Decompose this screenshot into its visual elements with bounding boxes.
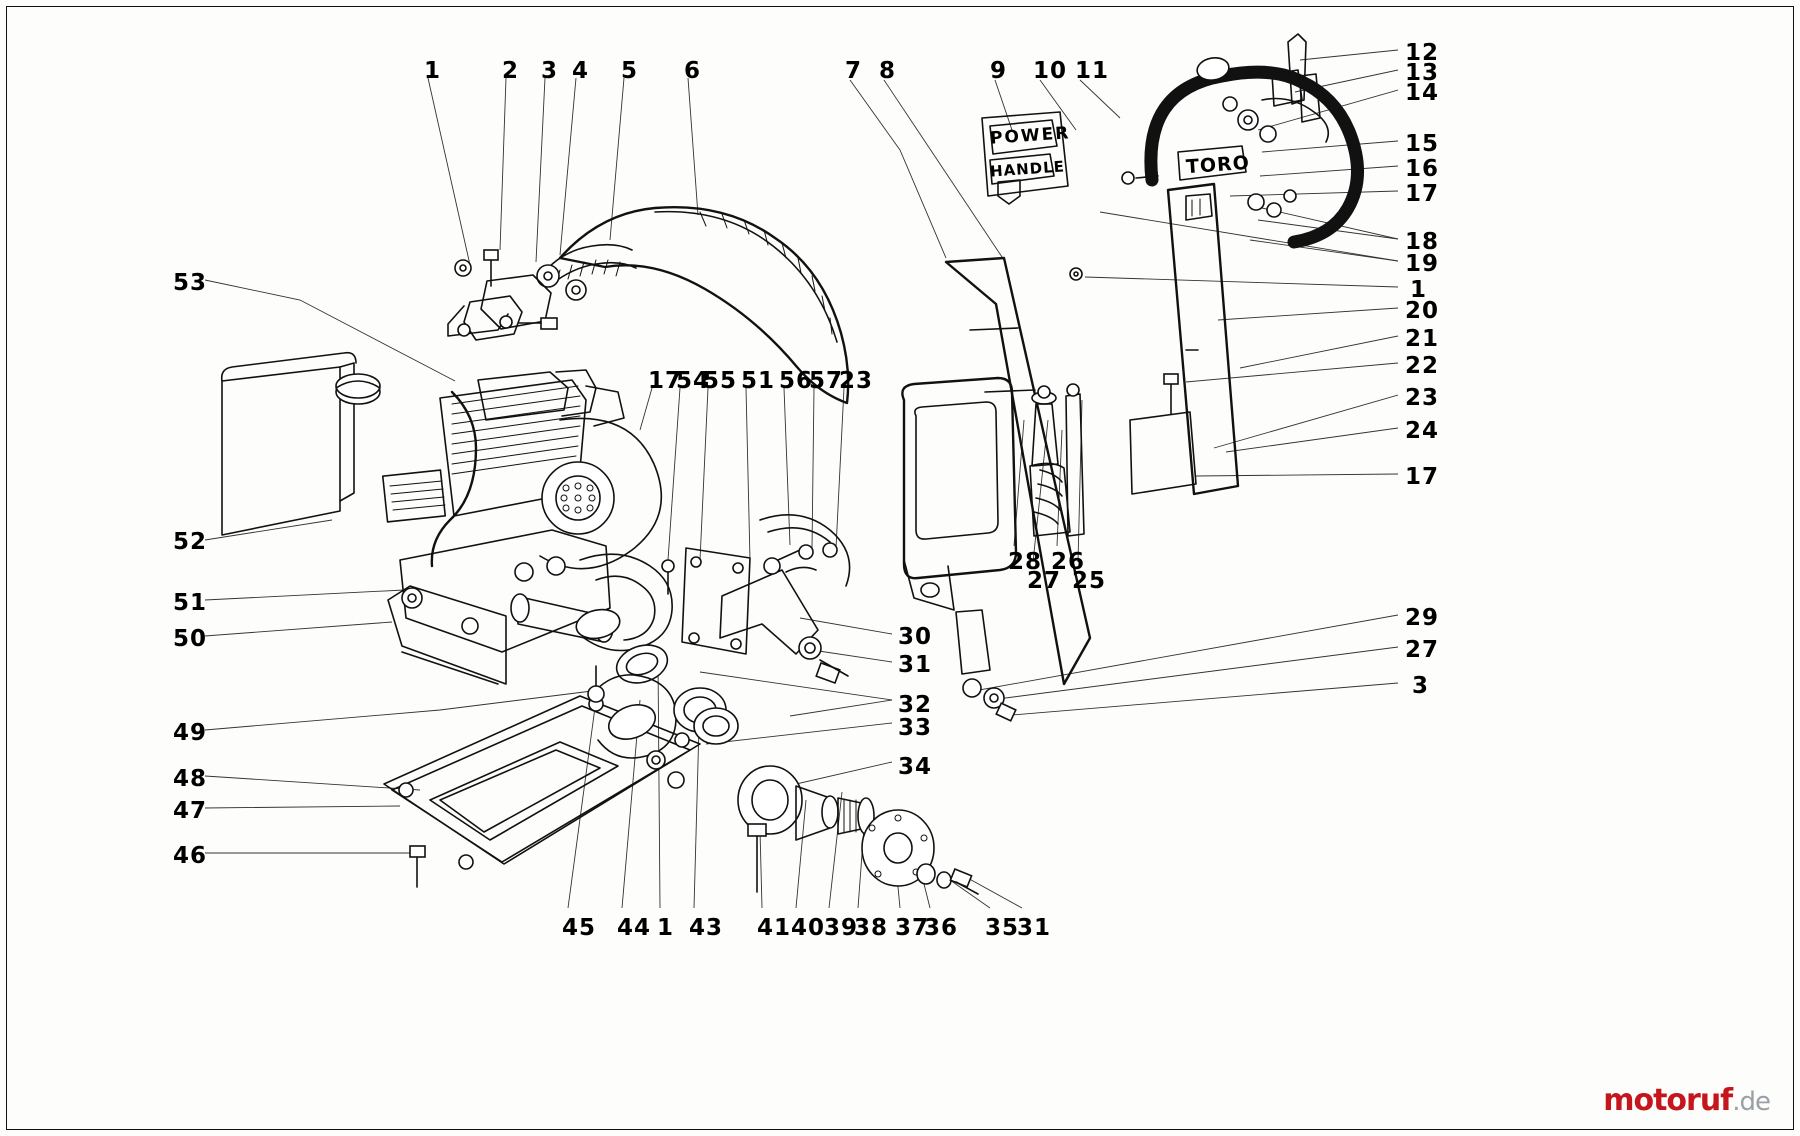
callout-47: 47 — [173, 798, 208, 824]
callout-1: 1 — [424, 58, 442, 84]
callout-23-inner: 23 — [839, 368, 874, 394]
loop-handlebar — [1069, 33, 1365, 281]
callout-45: 45 — [562, 915, 597, 941]
callout-48: 48 — [173, 766, 208, 792]
callout-9: 9 — [990, 58, 1008, 84]
callout-25: 25 — [1072, 568, 1107, 594]
diagram-border — [6, 6, 1794, 1130]
callout-11: 11 — [1075, 58, 1110, 84]
decal-toro-text: TORO — [1185, 151, 1251, 179]
callout-32: 32 — [898, 692, 933, 718]
callout-13: 13 — [1405, 60, 1440, 86]
callout-55: 55 — [703, 368, 738, 394]
callout-21: 21 — [1405, 326, 1440, 352]
callout-7: 7 — [845, 58, 863, 84]
callout-1-bottom: 1 — [657, 915, 675, 941]
callout-41: 41 — [757, 915, 792, 941]
callout-52: 52 — [173, 529, 208, 555]
callout-37: 37 — [895, 915, 930, 941]
callout-46: 46 — [173, 843, 208, 869]
callout-19: 19 — [1405, 251, 1440, 277]
callout-35: 35 — [985, 915, 1020, 941]
callout-54: 54 — [676, 368, 711, 394]
callout-49: 49 — [173, 720, 208, 746]
callout-27: 27 — [1027, 568, 1062, 594]
callout-44: 44 — [617, 915, 652, 941]
callout-40: 40 — [791, 915, 826, 941]
callout-22: 22 — [1405, 353, 1440, 379]
callout-23: 23 — [1405, 385, 1440, 411]
watermark-primary: motoruf — [1603, 1083, 1733, 1118]
watermark: motoruf.de — [1603, 1083, 1771, 1118]
callout-24: 24 — [1405, 418, 1440, 444]
callout-12: 12 — [1405, 40, 1440, 66]
callout-36: 36 — [924, 915, 959, 941]
callout-51-inner: 51 — [741, 368, 776, 394]
callout-10: 10 — [1033, 58, 1068, 84]
callout-14: 14 — [1405, 80, 1440, 106]
transmission-assembly — [575, 514, 851, 759]
callout-31-bottom: 31 — [1017, 915, 1052, 941]
handle-frame — [901, 111, 1247, 722]
callout-28: 28 — [1008, 549, 1043, 575]
callout-39: 39 — [824, 915, 859, 941]
callout-17-lower: 17 — [1405, 464, 1440, 490]
callout-38: 38 — [854, 915, 889, 941]
callout-34: 34 — [898, 754, 933, 780]
callout-51: 51 — [173, 590, 208, 616]
callout-53: 53 — [173, 270, 208, 296]
callout-26: 26 — [1051, 549, 1086, 575]
callout-16: 16 — [1405, 156, 1440, 182]
callout-3: 3 — [541, 58, 559, 84]
callout-29: 29 — [1405, 605, 1440, 631]
callout-5: 5 — [621, 58, 639, 84]
callout-3-right: 3 — [1412, 673, 1430, 699]
callout-18: 18 — [1405, 229, 1440, 255]
callout-43: 43 — [689, 915, 724, 941]
sickle-bar-assembly — [447, 205, 850, 405]
callout-4: 4 — [572, 58, 590, 84]
callout-57: 57 — [809, 368, 844, 394]
leader-lines — [204, 49, 1399, 909]
callout-15: 15 — [1405, 131, 1440, 157]
drive-pulley-assembly — [587, 665, 979, 895]
callout-8: 8 — [879, 58, 897, 84]
callout-33: 33 — [898, 715, 933, 741]
callout-17-inner: 17 — [648, 368, 683, 394]
callout-27-right: 27 — [1405, 637, 1440, 663]
callout-56: 56 — [779, 368, 814, 394]
callout-50: 50 — [173, 626, 208, 652]
callout-2: 2 — [502, 58, 520, 84]
watermark-secondary: .de — [1732, 1087, 1771, 1117]
callout-1-right: 1 — [1410, 277, 1428, 303]
callout-31: 31 — [898, 652, 933, 678]
callout-20: 20 — [1405, 298, 1440, 324]
callout-17: 17 — [1405, 181, 1440, 207]
callout-6: 6 — [684, 58, 702, 84]
callout-30: 30 — [898, 624, 933, 650]
shock-spring-assembly — [1029, 383, 1085, 537]
